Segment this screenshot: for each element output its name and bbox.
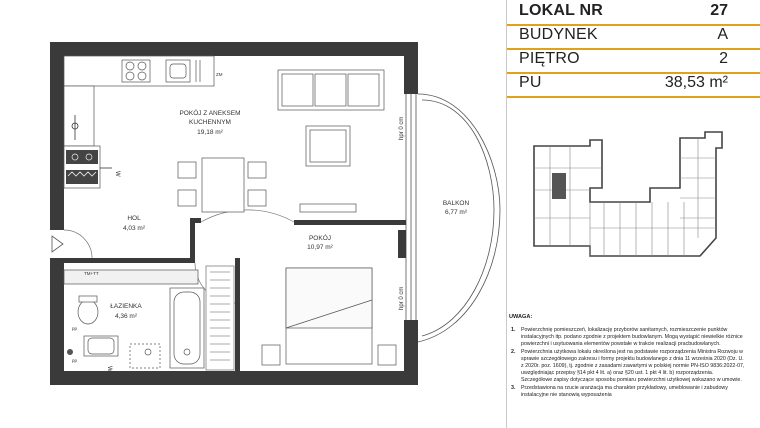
- hpr-label-bottom: hpr 0 cm: [399, 287, 405, 310]
- balcony: [417, 93, 501, 343]
- outer-walls: [50, 42, 418, 385]
- note-item: 1. Powierzchnię pomieszczeń, lokalizację…: [505, 327, 745, 348]
- key-plan-unit-highlight: [552, 173, 566, 199]
- pp-marks: pp pp W: [67, 326, 112, 372]
- living-room-area: 19,18 m²: [197, 129, 223, 136]
- inner-walls: [62, 218, 406, 373]
- coffee-table: [305, 125, 351, 167]
- bathroom-name: ŁAZIENKA: [110, 303, 142, 310]
- bedroom-name: POKÓJ: [309, 233, 331, 242]
- note-text: Przedstawiona na rzucie aranżacja ma cha…: [521, 385, 728, 398]
- unit-number-value: 27: [710, 2, 728, 19]
- kitchen-counter: [63, 55, 215, 147]
- building-key-plan: [533, 131, 723, 257]
- floor-label: PIĘTRO: [519, 50, 580, 67]
- tm-tt-label: TM+TT: [84, 271, 99, 276]
- sofa: [277, 69, 385, 111]
- svg-text:W: W: [106, 366, 112, 372]
- info-row-floor: PIĘTRO 2: [507, 48, 760, 74]
- building-value: A: [717, 26, 728, 43]
- bathroom-fixtures: [63, 269, 205, 369]
- svg-text:W: W: [114, 171, 120, 177]
- area-label: PU: [519, 74, 542, 91]
- notes-block: UWAGA: 1. Powierzchnię pomieszczeń, loka…: [505, 314, 745, 400]
- note-item: 2. Powierzchnia użytkowa lokalu określon…: [505, 349, 745, 384]
- balcony-area: 6,77 m²: [445, 209, 468, 216]
- hall-area: 4,03 m²: [123, 225, 146, 232]
- panel-divider: [506, 0, 507, 428]
- bathroom-area: 4,36 m²: [115, 313, 138, 320]
- balcony-name: BALKON: [443, 200, 470, 207]
- living-room-name-2: KUCHENNYM: [189, 119, 231, 126]
- info-row-area: PU 38,53 m²: [507, 72, 760, 98]
- area-value: 38,53 m²: [664, 74, 728, 91]
- tv-cabinet: [299, 203, 357, 213]
- notes-title: UWAGA:: [509, 314, 533, 320]
- floor-value: 2: [719, 50, 728, 67]
- note-text: Powierzchnia użytkowa lokalu określona j…: [521, 349, 745, 383]
- unit-number-label: LOKAL NR: [519, 2, 603, 19]
- window-right: [405, 94, 417, 320]
- bed: [261, 267, 397, 366]
- note-number: 3.: [511, 385, 516, 391]
- note-number: 1.: [511, 327, 516, 333]
- note-text: Powierzchnię pomieszczeń, lokalizację pr…: [521, 327, 743, 347]
- living-room-name-1: POKÓJ Z ANEKSEM: [179, 108, 240, 117]
- wardrobe: [205, 265, 235, 371]
- note-item: 3. Przedstawiona na rzucie aranżacja ma …: [505, 385, 745, 399]
- note-number: 2.: [511, 349, 516, 355]
- floor-plan: ZM W: [50, 42, 501, 385]
- pp-label-1: pp: [72, 326, 78, 331]
- pp-label-2: pp: [72, 358, 78, 363]
- info-row-unit-number: LOKAL NR 27: [507, 0, 760, 26]
- building-label: BUDYNEK: [519, 26, 598, 43]
- hall-name: HOL: [127, 215, 141, 222]
- info-row-building: BUDYNEK A: [507, 24, 760, 50]
- bedroom-area: 10,97 m²: [307, 244, 333, 251]
- dining-set: [177, 157, 267, 213]
- entrance-arrow-icon: [51, 235, 64, 253]
- hpr-label-top: hpr 0 cm: [399, 117, 405, 140]
- zm-label: ZM: [216, 72, 223, 77]
- utility-box: W: [63, 115, 120, 189]
